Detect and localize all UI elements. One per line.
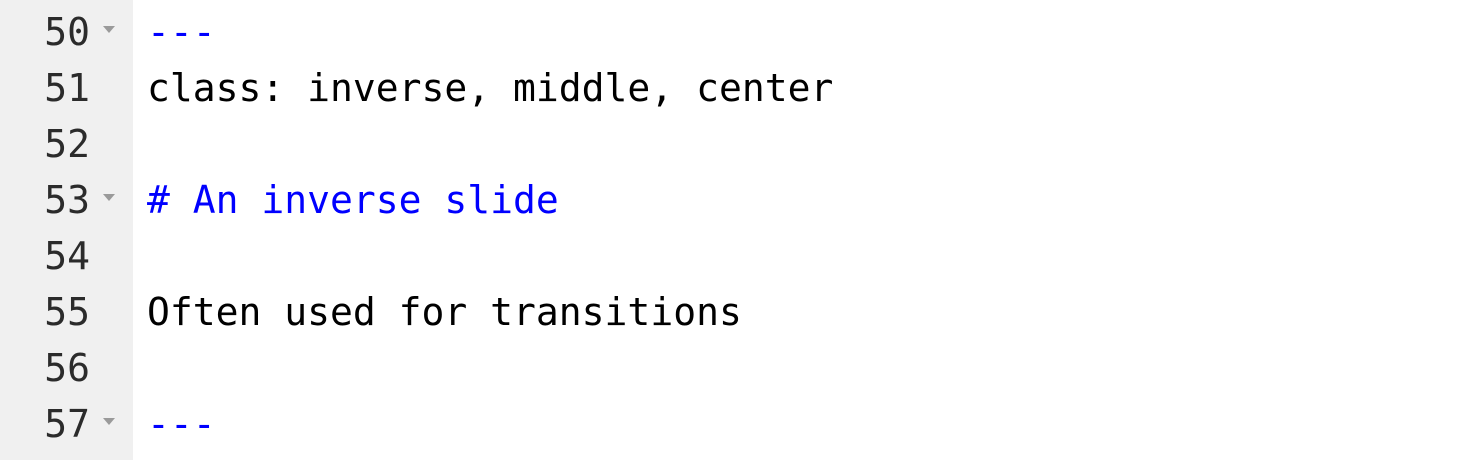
gutter-line-54: 54: [0, 228, 133, 284]
line-number: 52: [44, 122, 90, 166]
code-line-heading[interactable]: # An inverse slide: [147, 178, 559, 222]
line-number: 50: [44, 10, 90, 54]
gutter-line-51: 51: [0, 60, 133, 116]
line-number: 56: [44, 346, 90, 390]
gutter-line-56: 56: [0, 340, 133, 396]
gutter-line-55: 55: [0, 284, 133, 340]
line-number: 55: [44, 290, 90, 334]
line-number: 51: [44, 66, 90, 110]
line-number-gutter: 50 51 52 53 54 55 56 57: [0, 0, 133, 460]
code-text-area[interactable]: --- class: inverse, middle, center # An …: [133, 0, 1480, 460]
code-line-yaml-separator[interactable]: ---: [147, 10, 216, 54]
code-line-class[interactable]: class: inverse, middle, center: [147, 66, 834, 110]
gutter-line-52: 52: [0, 116, 133, 172]
fold-triangle-icon[interactable]: [103, 26, 115, 33]
code-line-body-text[interactable]: Often used for transitions: [147, 290, 742, 334]
fold-triangle-icon[interactable]: [103, 418, 115, 425]
gutter-line-50: 50: [0, 4, 133, 60]
fold-triangle-icon[interactable]: [103, 194, 115, 201]
line-number: 53: [44, 178, 90, 222]
line-number: 57: [44, 402, 90, 446]
gutter-line-57: 57: [0, 396, 133, 452]
gutter-line-53: 53: [0, 172, 133, 228]
code-line-slide-separator[interactable]: ---: [147, 402, 216, 446]
line-number: 54: [44, 234, 90, 278]
